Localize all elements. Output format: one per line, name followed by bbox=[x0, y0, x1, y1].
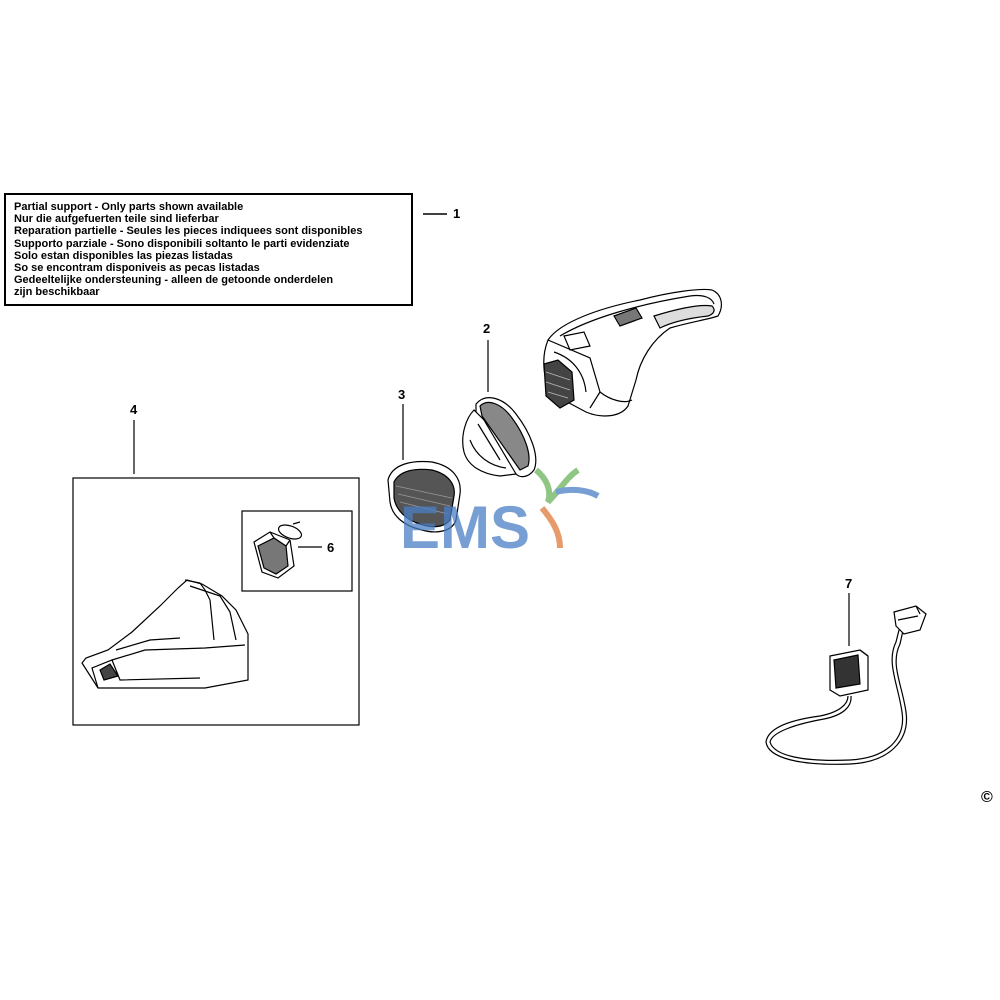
notice-line-nl: Gedeeltelijke ondersteuning - alleen de … bbox=[14, 274, 334, 287]
notice-line-pt: So se encontram disponiveis as pecas lis… bbox=[14, 262, 260, 275]
copyright-symbol: © bbox=[981, 789, 993, 806]
part-label-1: 1 bbox=[453, 206, 461, 221]
part-label-3: 3 bbox=[398, 387, 406, 402]
part-label-6: 6 bbox=[327, 540, 335, 555]
part-label-2: 2 bbox=[483, 321, 491, 336]
notice-line-de: Nur die aufgefuerten teile sind lieferba… bbox=[14, 213, 219, 226]
part4-frame bbox=[72, 477, 360, 726]
charger-drawing bbox=[765, 605, 927, 765]
notice-line-en: Partial support - Only parts shown avail… bbox=[14, 201, 244, 213]
part-label-4: 4 bbox=[130, 402, 138, 417]
availability-notice: Partial support - Only parts shown avail… bbox=[4, 193, 413, 306]
watermark-text: EMS bbox=[400, 494, 530, 561]
vacuum-body-drawing bbox=[543, 288, 722, 417]
filter-holder-drawing bbox=[462, 397, 537, 478]
notice-line-es: Solo estan disponibles las piezas listad… bbox=[14, 249, 233, 262]
notice-line-it: Supporto parziale - Sono disponibili sol… bbox=[14, 237, 350, 250]
notice-line-nl-cont: zijn beschikbaar bbox=[14, 286, 100, 299]
notice-line-fr: Reparation partielle - Seules les pieces… bbox=[14, 225, 363, 238]
part-label-7: 7 bbox=[845, 576, 853, 591]
nozzle-drawing bbox=[81, 579, 249, 689]
filter-drawing bbox=[387, 460, 461, 533]
filter-small-drawing bbox=[253, 521, 303, 579]
ems-watermark: EMS bbox=[400, 467, 600, 561]
part6-frame bbox=[241, 510, 353, 592]
